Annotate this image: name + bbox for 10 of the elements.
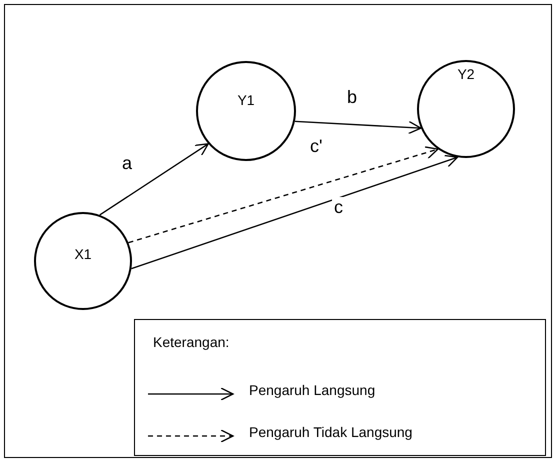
node-label: X1	[73, 246, 93, 262]
legend-label: Pengaruh Langsung	[249, 382, 376, 398]
legend-label: Pengaruh Tidak Langsung	[249, 424, 412, 440]
arrow	[294, 120, 422, 134]
arrow	[131, 154, 458, 270]
node-label: Y2	[456, 66, 476, 82]
legend-title: Keterangan:	[153, 334, 230, 350]
dashed-arrow	[128, 146, 439, 244]
arrow	[99, 143, 209, 216]
node-label: Y1	[236, 92, 256, 108]
